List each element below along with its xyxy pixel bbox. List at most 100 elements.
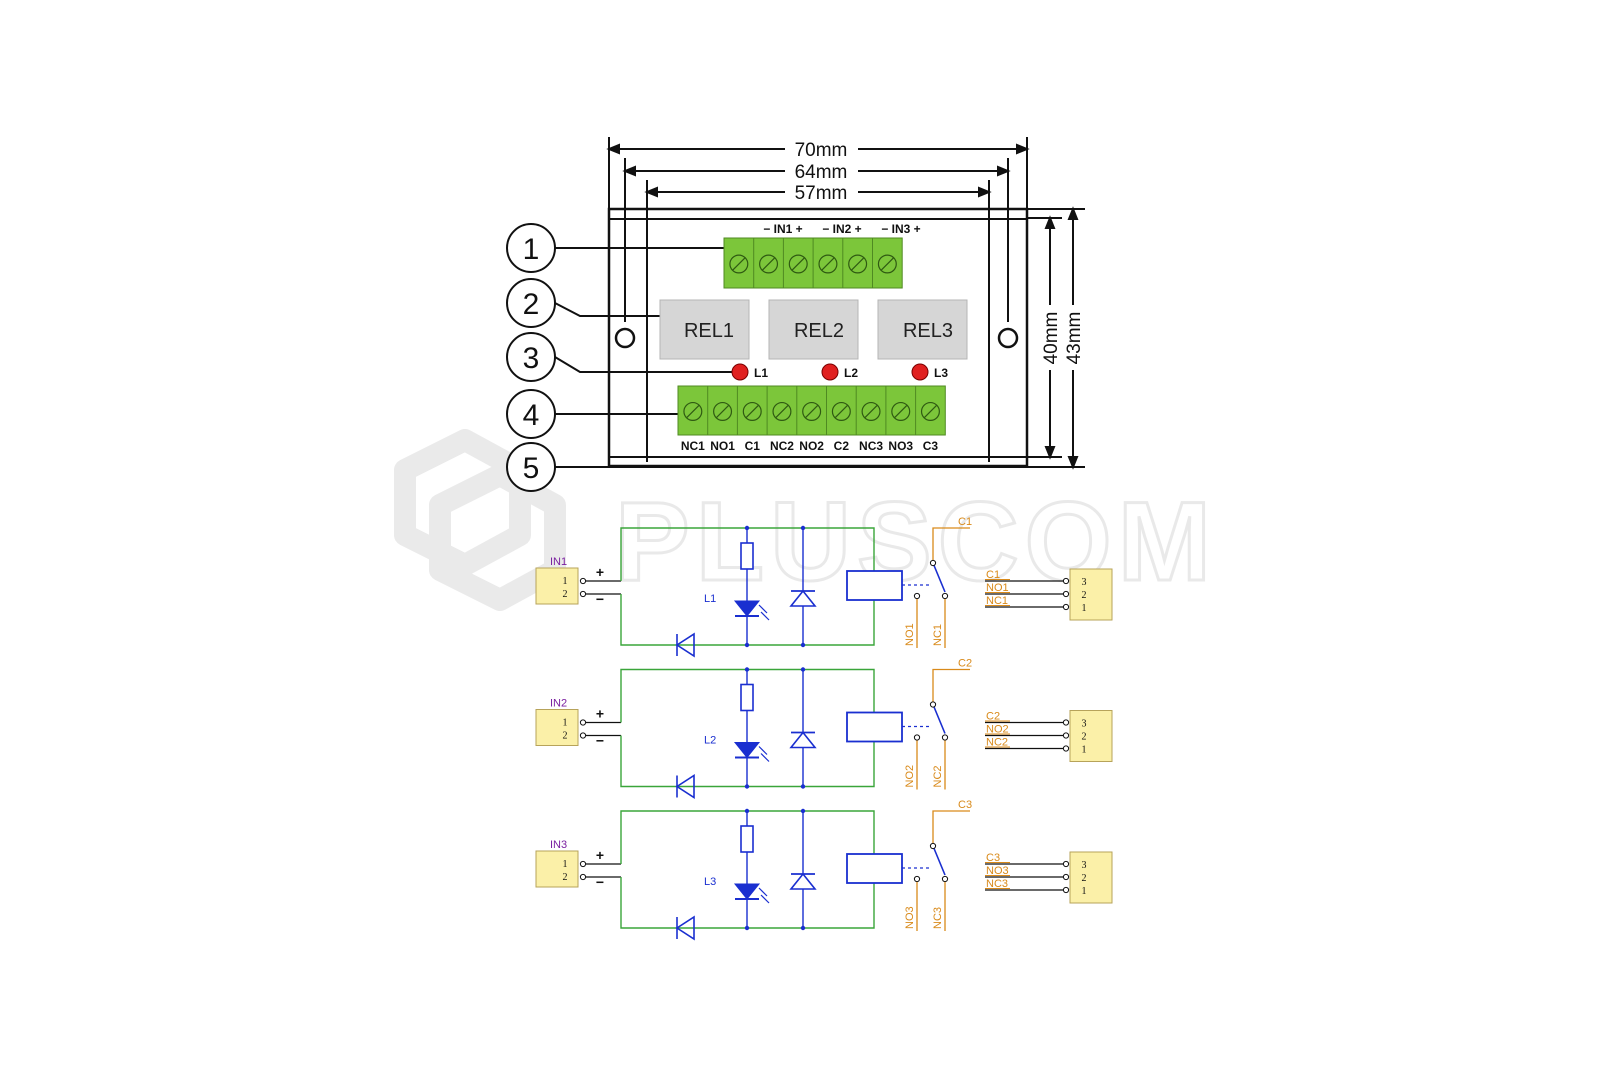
output-terminal-screw-slot (834, 405, 848, 418)
input-pin-node (579, 577, 587, 585)
junction-dot (800, 784, 806, 789)
output-label-nc1: NC1 (681, 439, 705, 453)
output-name: NC3 (986, 878, 1008, 890)
switch-node (929, 842, 937, 850)
junction-dot (744, 784, 750, 789)
relays (659, 299, 968, 360)
input-pin-node (579, 719, 587, 726)
plus-sign: + (596, 847, 604, 863)
nc-name: NC3 (932, 907, 944, 929)
input-terminal-block (723, 237, 903, 289)
relay-coil-icon (846, 711, 903, 743)
dimension-lines (606, 143, 1079, 470)
input-terminal-screw-slot (880, 257, 894, 271)
input-label-in1: − IN1 + (763, 222, 802, 236)
plus-sign: + (596, 706, 604, 722)
led-ray-icon (758, 887, 768, 897)
output-pin-node (1062, 719, 1070, 726)
led-name: L2 (704, 735, 716, 747)
output-terminal-screw-slot (686, 405, 700, 418)
board-drawing (607, 137, 1085, 468)
minus-sign: − (596, 874, 604, 890)
mounting-hole-left (614, 327, 636, 349)
output-pin-number: 1 (1082, 603, 1087, 614)
common-wire (932, 527, 970, 563)
input-terminal-screw-slot (821, 257, 835, 271)
led-l1 (731, 363, 749, 381)
dim-height-inner: 40mm (1041, 312, 1062, 365)
output-pin-node (1062, 873, 1070, 881)
common-name: C3 (958, 799, 972, 811)
output-name: C2 (986, 711, 1000, 723)
led-l2 (821, 363, 839, 381)
common-name: C2 (958, 658, 972, 670)
input-connector (535, 709, 579, 746)
led-label-l2: L2 (844, 366, 858, 380)
nc-name: NC2 (932, 765, 944, 787)
relay-coil-icon (846, 570, 903, 601)
led-ray-icon (760, 753, 770, 762)
relay-rel1 (659, 299, 750, 360)
output-name: C1 (986, 569, 1000, 581)
output-name: NC2 (986, 737, 1008, 749)
output-pin-number: 3 (1082, 719, 1087, 730)
input-label-in2: − IN2 + (822, 222, 861, 236)
output-terminal-block (677, 385, 946, 436)
output-pin-number: 2 (1082, 590, 1087, 601)
output-terminal-screw-slot (894, 405, 908, 418)
junction-dot (800, 667, 806, 672)
led-icon (733, 600, 761, 617)
led-icon (733, 883, 761, 900)
output-pin-node (1062, 745, 1070, 752)
switch-arm-icon (932, 562, 946, 593)
output-label-c1: C1 (745, 439, 761, 453)
common-wire (932, 810, 970, 846)
input-name: IN2 (550, 698, 567, 710)
output-label-no3: NO3 (888, 439, 913, 453)
resistor-icon (740, 542, 754, 570)
led-ray-icon (760, 894, 770, 904)
output-name: NO1 (986, 582, 1009, 594)
switch-node-nc (941, 592, 949, 600)
input-pin-1: 1 (563, 718, 568, 729)
input-pin-2: 2 (563, 589, 568, 600)
switch-node (929, 559, 937, 567)
watermark-text: PLUSCOM (615, 479, 1217, 604)
output-label-nc2: NC2 (770, 439, 794, 453)
output-name: C3 (986, 852, 1000, 864)
junction-dot (744, 808, 750, 814)
junction-dot (800, 808, 806, 814)
output-label-c3: C3 (923, 439, 939, 453)
output-pin-node (1062, 886, 1070, 894)
relay-label-rel1: REL1 (684, 320, 734, 342)
switch-node-nc (941, 875, 949, 883)
dim-width-inner: 57mm (795, 183, 848, 204)
led-label-l1: L1 (754, 366, 768, 380)
input-connector (535, 850, 579, 888)
minus-sign: − (596, 733, 604, 749)
callout-5: 5 (523, 452, 540, 485)
leds (731, 363, 929, 381)
flyback-diode-icon (789, 731, 817, 749)
switch-node-nc (941, 734, 949, 741)
output-pin-number: 1 (1082, 745, 1087, 756)
led-ray-icon (760, 611, 770, 621)
led-l3 (911, 363, 929, 381)
switch-arm-icon (932, 845, 946, 876)
input-diode-icon (675, 774, 695, 799)
relay-label-rel3: REL3 (903, 320, 953, 342)
output-terminal-screw-slot (805, 405, 819, 418)
junction-dot (800, 525, 806, 531)
input-pin-1: 1 (563, 576, 568, 587)
common-name: C1 (958, 516, 972, 528)
input-diode-icon (675, 632, 695, 658)
input-pin-2: 2 (563, 872, 568, 883)
input-pin-node (579, 873, 587, 881)
input-pin-1: 1 (563, 859, 568, 870)
output-pin-node (1062, 603, 1070, 611)
junction-dot (800, 925, 806, 931)
switch-node (929, 701, 937, 708)
